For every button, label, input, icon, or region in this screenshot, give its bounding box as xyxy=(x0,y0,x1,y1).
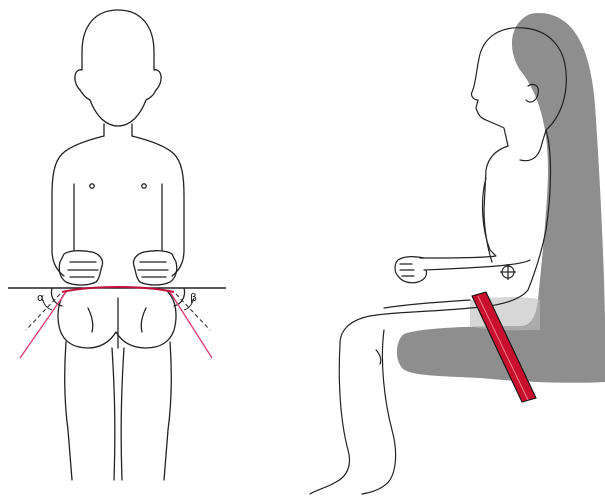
hip-point-marker-icon xyxy=(500,264,516,280)
side-arm xyxy=(420,178,530,270)
angle-alpha-label: α xyxy=(37,291,44,304)
front-view-child xyxy=(51,10,184,480)
front-torso xyxy=(52,136,184,276)
front-thighs xyxy=(58,292,176,348)
side-hand xyxy=(395,257,427,283)
front-lower-legs xyxy=(65,342,172,480)
front-right-hand xyxy=(133,251,176,285)
front-left-hand xyxy=(59,251,102,285)
side-view-child xyxy=(310,28,566,494)
angle-beta-label: β xyxy=(190,291,197,304)
front-head xyxy=(75,10,161,126)
side-lower-leg xyxy=(310,330,396,494)
